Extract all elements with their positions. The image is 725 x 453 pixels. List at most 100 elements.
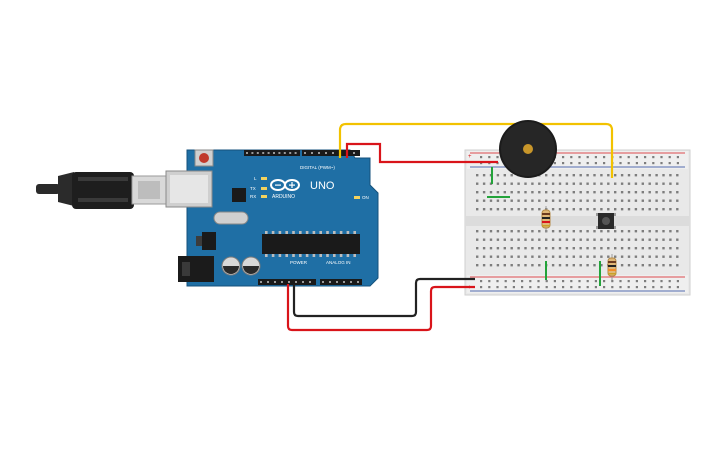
rail-hole[interactable] (578, 162, 581, 165)
breadboard-hole[interactable] (489, 191, 493, 194)
breadboard-hole[interactable] (593, 238, 596, 241)
rail-hole[interactable] (652, 162, 655, 165)
breadboard-hole[interactable] (655, 182, 658, 185)
rail-hole[interactable] (594, 156, 597, 159)
breadboard-hole[interactable] (489, 247, 493, 250)
breadboard-hole[interactable] (510, 208, 513, 211)
header-pin[interactable] (295, 281, 297, 283)
breadboard-hole[interactable] (558, 230, 562, 233)
breadboard-hole[interactable] (572, 208, 575, 211)
breadboard-hole[interactable] (607, 230, 610, 233)
breadboard-hole[interactable] (482, 191, 486, 194)
breadboard-hole[interactable] (648, 182, 651, 185)
breadboard-hole[interactable] (655, 264, 658, 267)
breadboard-hole[interactable] (489, 208, 493, 211)
rail-hole[interactable] (570, 280, 573, 283)
breadboard-hole[interactable] (565, 255, 569, 258)
breadboard-hole[interactable] (517, 264, 520, 267)
breadboard-hole[interactable] (634, 174, 638, 177)
rail-hole[interactable] (644, 162, 647, 165)
rail-hole[interactable] (635, 156, 638, 159)
breadboard-hole[interactable] (489, 255, 493, 258)
header-pin[interactable] (267, 152, 270, 154)
breadboard-hole[interactable] (558, 191, 562, 194)
breadboard-hole[interactable] (510, 238, 513, 241)
breadboard-hole[interactable] (676, 264, 679, 267)
header-pin[interactable] (251, 152, 254, 154)
header-pin[interactable] (256, 152, 259, 154)
breadboard-hole[interactable] (572, 264, 575, 267)
breadboard-hole[interactable] (662, 182, 665, 185)
breadboard-hole[interactable] (586, 255, 589, 258)
breadboard-hole[interactable] (627, 174, 631, 177)
breadboard-hole[interactable] (607, 182, 610, 185)
breadboard-hole[interactable] (510, 191, 513, 194)
breadboard-hole[interactable] (614, 247, 617, 250)
chip-pin[interactable] (339, 231, 343, 234)
breadboard-hole[interactable] (662, 247, 665, 250)
chip-pin[interactable] (292, 231, 295, 234)
header-pin[interactable] (336, 281, 338, 283)
breadboard-hole[interactable] (565, 191, 569, 194)
digital-header[interactable] (244, 150, 360, 156)
rail-hole[interactable] (644, 286, 647, 289)
breadboard-hole[interactable] (496, 208, 500, 211)
chip-pin[interactable] (285, 231, 288, 234)
breadboard-hole[interactable] (634, 264, 638, 267)
breadboard-hole[interactable] (538, 230, 541, 233)
analog-header[interactable] (320, 279, 362, 285)
rail-hole[interactable] (480, 156, 483, 159)
header-pin[interactable] (304, 152, 306, 154)
breadboard-hole[interactable] (476, 264, 479, 267)
header-pin[interactable] (353, 152, 355, 154)
chip-pin[interactable] (299, 254, 302, 257)
breadboard-hole[interactable] (655, 247, 658, 250)
breadboard-hole[interactable] (586, 208, 589, 211)
breadboard-hole[interactable] (620, 255, 624, 258)
chip-pin[interactable] (265, 231, 268, 234)
breadboard-hole[interactable] (586, 230, 589, 233)
breadboard-hole[interactable] (482, 174, 486, 177)
header-pin[interactable] (246, 152, 248, 154)
breadboard-hole[interactable] (538, 208, 541, 211)
breadboard-hole[interactable] (676, 238, 679, 241)
breadboard-hole[interactable] (517, 230, 520, 233)
breadboard-hole[interactable] (551, 199, 555, 202)
breadboard-hole[interactable] (482, 230, 486, 233)
breadboard-hole[interactable] (579, 208, 582, 211)
breadboard-hole[interactable] (586, 182, 589, 185)
breadboard-hole[interactable] (524, 255, 527, 258)
breadboard-hole[interactable] (641, 230, 644, 233)
breadboard-hole[interactable] (565, 208, 569, 211)
breadboard-hole[interactable] (579, 182, 582, 185)
breadboard-hole[interactable] (662, 238, 665, 241)
breadboard-hole[interactable] (676, 230, 679, 233)
rail-hole[interactable] (660, 156, 663, 159)
breadboard-hole[interactable] (545, 247, 548, 250)
rail-hole[interactable] (496, 286, 499, 289)
header-pin[interactable] (309, 281, 311, 283)
breadboard-hole[interactable] (634, 238, 638, 241)
breadboard-hole[interactable] (482, 199, 486, 202)
chip-pin[interactable] (292, 254, 295, 257)
rail-hole[interactable] (603, 162, 606, 165)
breadboard-hole[interactable] (558, 255, 562, 258)
header-pin[interactable] (289, 152, 292, 154)
breadboard-hole[interactable] (503, 191, 506, 194)
breadboard-hole[interactable] (503, 174, 506, 177)
yellow-wire[interactable] (338, 122, 614, 178)
breadboard-hole[interactable] (572, 191, 575, 194)
breadboard-hole[interactable] (593, 230, 596, 233)
breadboard-hole[interactable] (634, 247, 638, 250)
breadboard-hole[interactable] (607, 238, 610, 241)
breadboard-hole[interactable] (634, 208, 638, 211)
rail-hole[interactable] (676, 156, 679, 159)
chip-pin[interactable] (353, 231, 356, 234)
breadboard-hole[interactable] (676, 199, 679, 202)
rail-hole[interactable] (578, 156, 581, 159)
breadboard-hole[interactable] (545, 174, 548, 177)
breadboard-hole[interactable] (669, 255, 672, 258)
breadboard-hole[interactable] (579, 230, 582, 233)
rail-hole[interactable] (570, 286, 573, 289)
rail-hole[interactable] (537, 280, 540, 283)
